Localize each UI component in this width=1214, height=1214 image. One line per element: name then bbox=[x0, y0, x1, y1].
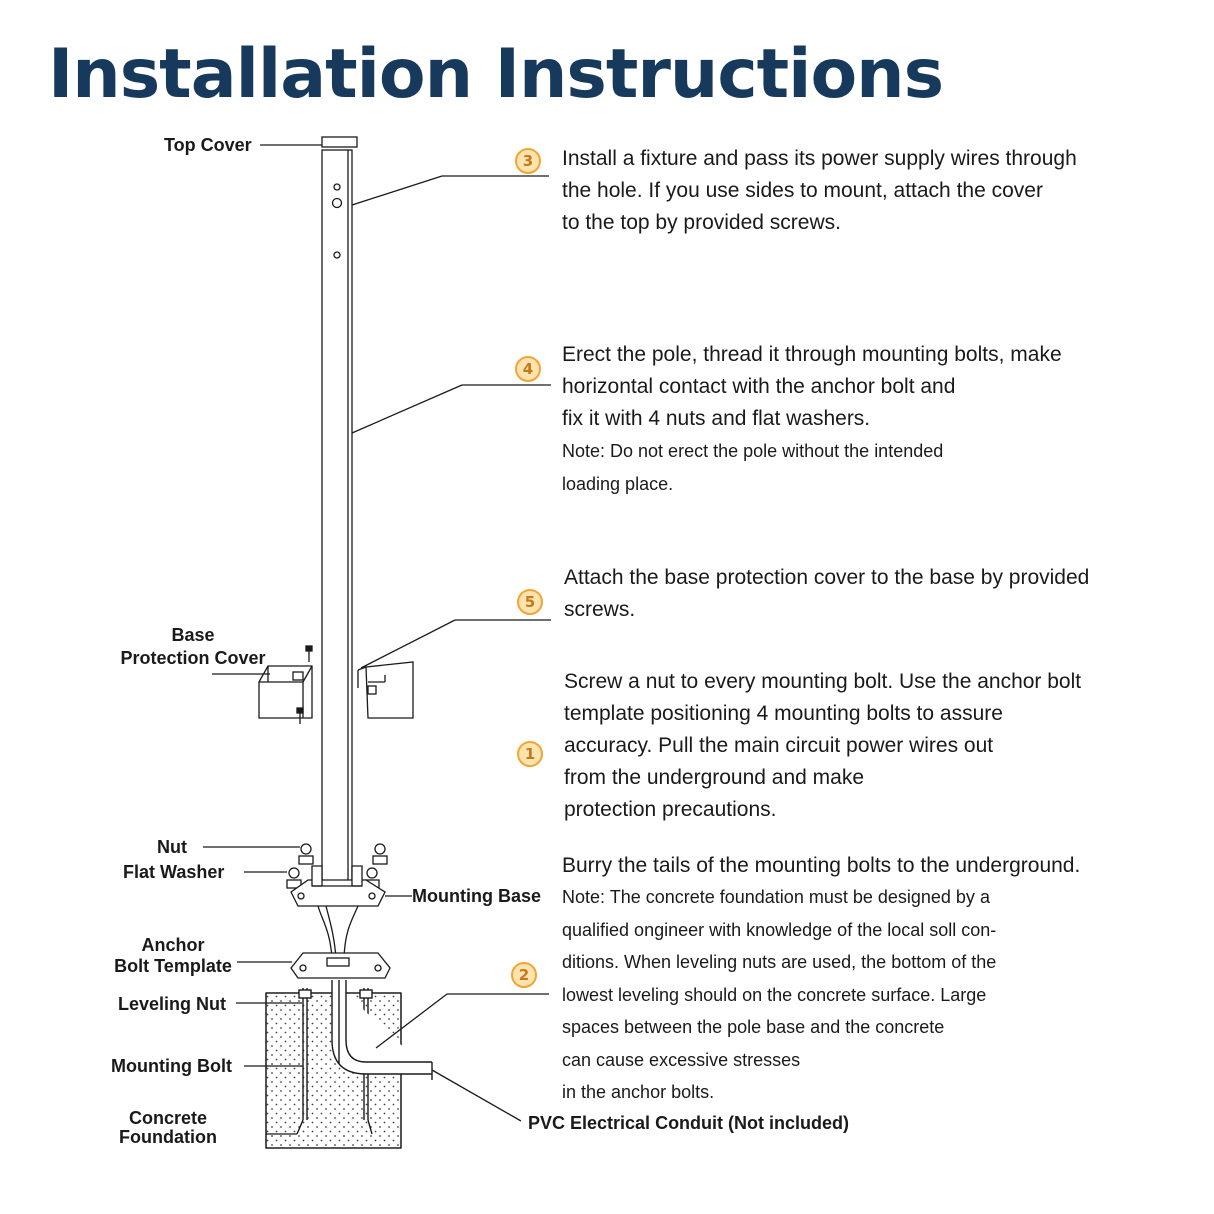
label-anchor-bolt-template: Anchor Bolt Template bbox=[114, 935, 232, 976]
label-base-protection-cover: Base Protection Cover bbox=[120, 625, 266, 668]
label-leveling-nut: Leveling Nut bbox=[118, 994, 227, 1014]
step-badge-2: 2 bbox=[511, 962, 537, 988]
label-mounting-bolt: Mounting Bolt bbox=[111, 1056, 232, 1076]
step-3-text: Install a fixture and pass its power sup… bbox=[562, 147, 1077, 234]
step-badge-3: 3 bbox=[515, 148, 541, 174]
base-protection-cover-right bbox=[357, 661, 414, 719]
label-top-cover: Top Cover bbox=[164, 135, 252, 155]
pvc-conduit bbox=[331, 980, 433, 1080]
step-5-text: Attach the base protection cover to the … bbox=[564, 566, 1090, 621]
label-pvc-conduit: PVC Electrical Conduit (Not included) bbox=[528, 1113, 850, 1133]
step-2-note: Note: The concrete foundation must be de… bbox=[562, 887, 997, 1102]
step-1-text: Screw a nut to every mounting bolt. Use … bbox=[564, 670, 1082, 821]
mounting-bolts bbox=[296, 988, 373, 1135]
label-nut: Nut bbox=[157, 837, 187, 857]
step-2-text: Burry the tails of the mounting bolts to… bbox=[562, 854, 1081, 877]
step-badge-4: 4 bbox=[515, 356, 541, 382]
label-flat-washer: Flat Washer bbox=[123, 862, 225, 882]
label-mounting-base: Mounting Base bbox=[412, 886, 541, 906]
page-title: Installation Instructions bbox=[48, 35, 944, 114]
top-cover bbox=[321, 136, 358, 148]
label-concrete-foundation: Concrete Foundation bbox=[119, 1108, 217, 1147]
pole bbox=[321, 149, 353, 896]
mounting-base bbox=[290, 865, 386, 907]
step-4-text: Erect the pole, thread it through mounti… bbox=[562, 343, 1062, 494]
base-protection-cover-left bbox=[258, 645, 313, 724]
anchor-bolt-template bbox=[290, 952, 391, 979]
step-badge-1: 1 bbox=[517, 741, 543, 767]
step-badge-5: 5 bbox=[517, 589, 543, 615]
